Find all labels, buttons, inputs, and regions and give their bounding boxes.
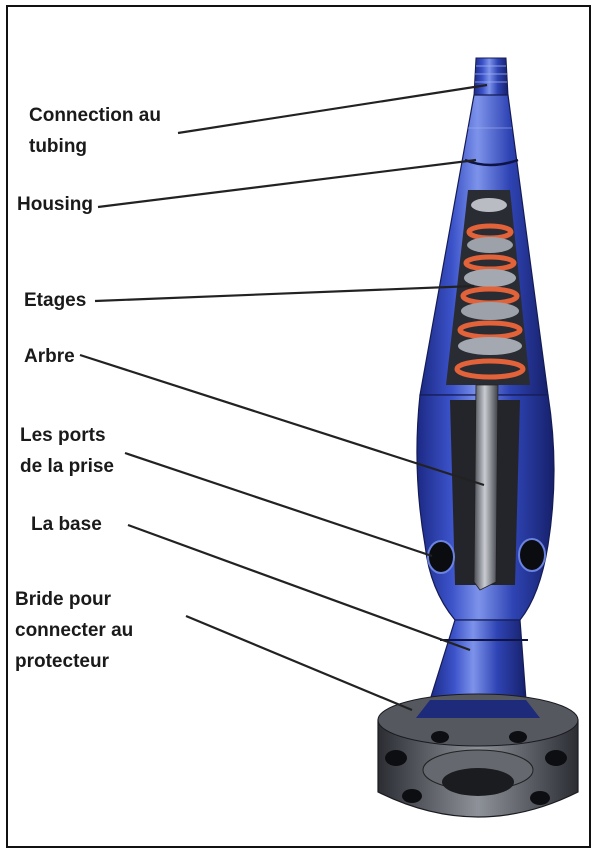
intake-port-left	[428, 541, 454, 573]
label-flange: Bride pour connecter au protecteur	[15, 584, 133, 677]
label-stages: Etages	[24, 285, 86, 316]
leader-etages	[95, 286, 474, 301]
label-shaft: Arbre	[24, 341, 75, 372]
intake-port-right	[519, 539, 545, 571]
label-tubing-connection: Connection au tubing	[29, 100, 161, 162]
leader-base	[128, 525, 470, 650]
leader-bride	[186, 616, 412, 710]
label-housing: Housing	[17, 189, 93, 220]
label-intake-ports: Les ports de la prise	[20, 420, 114, 482]
base-neck-shape	[430, 620, 526, 700]
tubing-connection-shape	[474, 58, 508, 95]
leader-connection	[178, 85, 487, 133]
leader-housing	[98, 160, 476, 207]
label-base: La base	[31, 509, 102, 540]
shaft	[474, 385, 498, 590]
